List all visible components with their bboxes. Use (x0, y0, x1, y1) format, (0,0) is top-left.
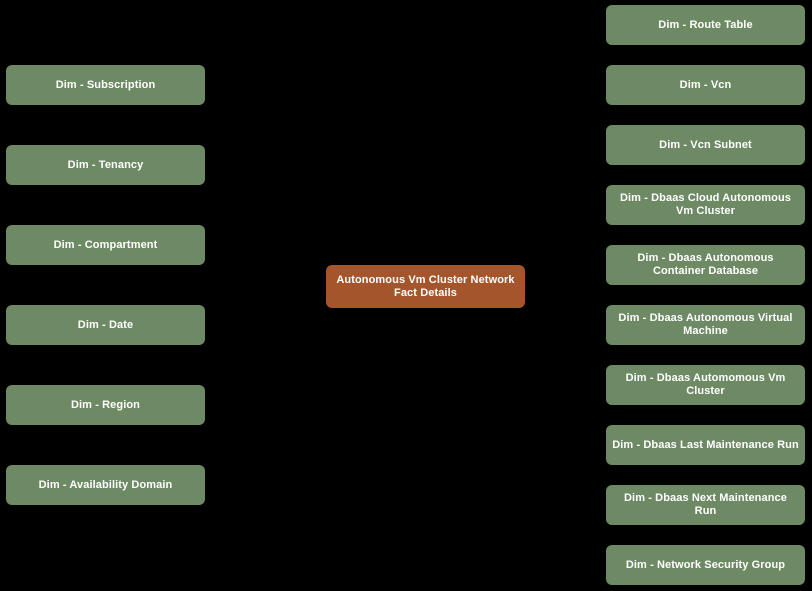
dimension-node-dim-tenancy[interactable]: Dim - Tenancy (6, 145, 205, 185)
dimension-node-dim-dbaas-autonomous-container-database[interactable]: Dim - Dbaas Autonomous Container Databas… (606, 245, 805, 285)
dimension-node-dim-availability-domain[interactable]: Dim - Availability Domain (6, 465, 205, 505)
dimension-node-dim-region[interactable]: Dim - Region (6, 385, 205, 425)
dimension-node-dim-vcn-subnet[interactable]: Dim - Vcn Subnet (606, 125, 805, 165)
node-label: Dim - Network Security Group (625, 558, 786, 571)
node-label: Dim - Route Table (658, 18, 753, 31)
dimension-node-dim-date[interactable]: Dim - Date (6, 305, 205, 345)
dimension-node-dim-network-security-group[interactable]: Dim - Network Security Group (606, 545, 805, 585)
node-label: Dim - Dbaas Last Maintenance Run (612, 438, 799, 451)
dimension-node-dim-dbaas-next-maintenance-run[interactable]: Dim - Dbaas Next Maintenance Run (606, 485, 805, 525)
dimension-node-dim-dbaas-last-maintenance-run[interactable]: Dim - Dbaas Last Maintenance Run (606, 425, 805, 465)
node-label: Dim - Compartment (53, 238, 158, 251)
node-label: Dim - Dbaas Cloud Autonomous Vm Cluster (619, 192, 792, 217)
node-label: Dim - Vcn Subnet (659, 138, 752, 151)
node-label: Dim - Dbaas Autonomous Container Databas… (637, 252, 774, 277)
dimension-node-dim-subscription[interactable]: Dim - Subscription (6, 65, 205, 105)
fact-node-autonomous-vm-cluster-network-fact-details[interactable]: Autonomous Vm Cluster Network Fact Detai… (326, 265, 525, 308)
node-label: Dim - Vcn (679, 78, 732, 91)
node-label: Dim - Availability Domain (38, 478, 173, 491)
node-label: Autonomous Vm Cluster Network Fact Detai… (336, 273, 515, 299)
node-label: Dim - Dbaas Next Maintenance Run (624, 492, 787, 517)
node-label: Dim - Dbaas Autonomous Virtual Machine (618, 312, 793, 337)
dimension-node-dim-compartment[interactable]: Dim - Compartment (6, 225, 205, 265)
node-label: Dim - Tenancy (67, 158, 144, 171)
dimension-node-dim-vcn[interactable]: Dim - Vcn (606, 65, 805, 105)
dimension-node-dim-dbaas-autonomous-virtual-machine[interactable]: Dim - Dbaas Autonomous Virtual Machine (606, 305, 805, 345)
dimension-node-dim-dbaas-automomous-vm-cluster[interactable]: Dim - Dbaas Automomous Vm Cluster (606, 365, 805, 405)
dimension-node-dim-route-table[interactable]: Dim - Route Table (606, 5, 805, 45)
node-label: Dim - Date (77, 318, 134, 331)
node-label: Dim - Subscription (55, 78, 156, 91)
dimension-node-dim-dbaas-cloud-autonomous-vm-cluster[interactable]: Dim - Dbaas Cloud Autonomous Vm Cluster (606, 185, 805, 225)
node-label: Dim - Region (70, 398, 141, 411)
node-label: Dim - Dbaas Automomous Vm Cluster (625, 372, 786, 397)
